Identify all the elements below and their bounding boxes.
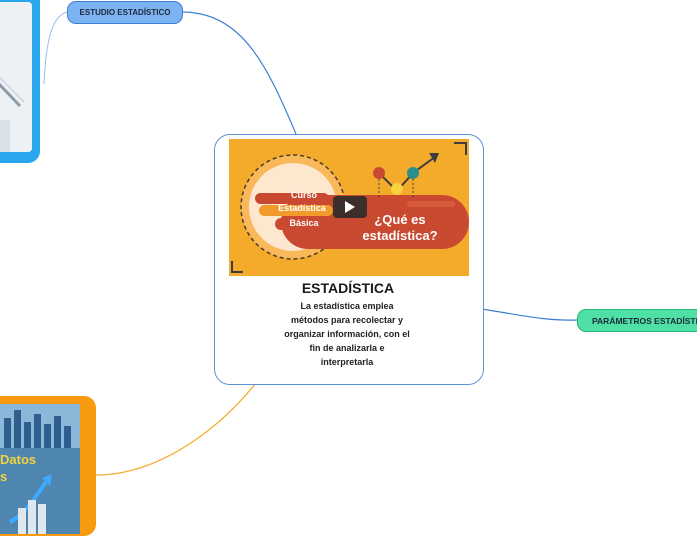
banner-line-2: estadística? [362,228,438,243]
play-icon [345,201,355,213]
bottom-image-text-2: s [0,469,8,484]
node-parametros-estadisticos[interactable]: PARÁMETROS ESTADÍSTICOS [577,309,697,332]
central-title: ESTADÍSTICA [301,280,395,296]
connector-central-to-bottom [95,382,257,476]
connector-lines [43,11,578,476]
connector-central-to-param [481,308,578,321]
central-description: La estadística emplea métodos para recol… [284,301,410,367]
image-node-bottom-left-picture [0,404,80,534]
image-node-top-left-picture [0,2,32,152]
banner-line-1: ¿Qué es [374,212,426,227]
node-estudio-estadistico[interactable]: ESTUDIO ESTADÍSTICO [67,1,183,24]
connector-estudio-to-central [180,11,297,135]
badge-line-1: Curso [290,190,317,200]
badge-line-3: Básica [289,218,319,228]
badge-line-2: Estadística [278,203,326,213]
video-thumbnail[interactable] [229,139,469,276]
bottom-image-text-1: Datos [0,452,37,467]
connector-estudio-to-image [43,11,68,85]
